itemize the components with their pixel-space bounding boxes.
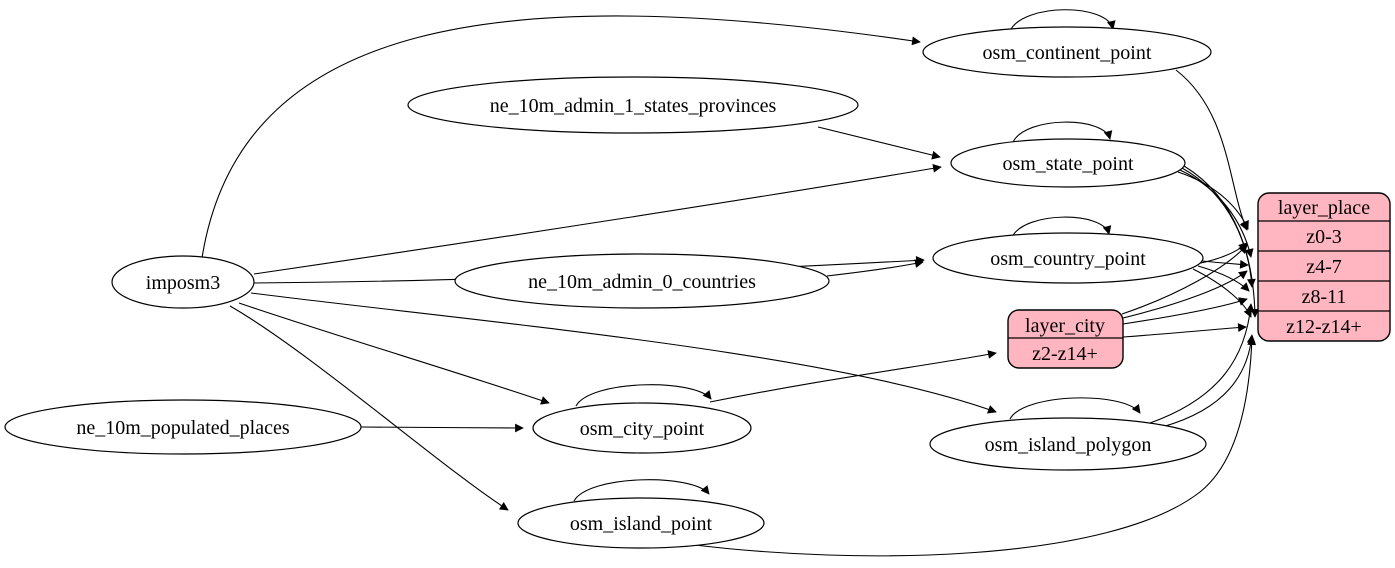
node-imposm3-label: imposm3 — [146, 272, 220, 294]
edge-imposm3-osm_island_point — [229, 305, 509, 511]
self-loop-osm_continent_point — [1009, 9, 1116, 32]
node-osm_state_point-label: osm_state_point — [1002, 153, 1134, 175]
edge-osm_island_polygon-layer_place-z8-11 — [1149, 303, 1255, 424]
node-layer_city-shape — [1007, 309, 1124, 369]
edge-imposm3-osm_city_point — [238, 302, 550, 405]
node-osm_continent_point-shape — [922, 26, 1212, 78]
node-osm_island_polygon: osm_island_polygon — [929, 417, 1207, 471]
node-osm_island_point: osm_island_point — [517, 497, 765, 549]
node-osm_country_point-label: osm_country_point — [990, 248, 1146, 270]
self-loop-osm_island_point — [573, 479, 710, 502]
node-osm_country_point: osm_country_point — [932, 232, 1204, 284]
edge-layer_city-layer_place-z8-11 — [1122, 297, 1248, 325]
node-imposm3: imposm3 — [111, 255, 255, 309]
node-osm_city_point-shape — [532, 402, 752, 454]
edge-osm_continent_point-layer_place-z0-3 — [1175, 69, 1248, 231]
layer_place-row-z8-11: z8-11 — [1302, 286, 1347, 308]
edge-osm_country_point-layer_place-z8-11 — [1197, 265, 1250, 292]
node-ne_10m_populated_places: ne_10m_populated_places — [4, 399, 362, 455]
node-osm_island_polygon-shape — [929, 417, 1207, 471]
edge-ne_10m_admin_0_countries-osm_country_point — [826, 259, 924, 277]
layer_place-row-z0-3: z0-3 — [1306, 226, 1342, 248]
node-ne_10m_populated_places-label: ne_10m_populated_places — [76, 417, 289, 439]
edge-osm_state_point-layer_place-z0-3 — [1177, 171, 1249, 230]
self-loop-osm_country_point — [1011, 216, 1112, 238]
node-osm_island_point-shape — [517, 497, 765, 549]
edge-osm_country_point-layer_place-z12-z14 — [1192, 268, 1252, 318]
node-osm_country_point-shape — [932, 232, 1204, 284]
edge-layer_city-layer_place-z0-3 — [1121, 244, 1248, 315]
edge-layer_city-layer_place-z12-z14 — [1122, 323, 1247, 338]
node-osm_island_polygon-label: osm_island_polygon — [985, 434, 1152, 456]
edge-imposm3-osm_state_point — [253, 163, 942, 275]
node-layer_city: layer_city z2-z14+ — [1007, 309, 1124, 369]
layer_place-title: layer_place — [1278, 197, 1370, 219]
edge-osm_island_polygon-layer_place-z12-z14 — [1161, 334, 1256, 428]
edge-ne_10m_populated_places-osm_city_point — [360, 423, 524, 433]
node-layer_place-shape — [1257, 192, 1391, 342]
edge-osm_state_point-layer_place-z4-7 — [1179, 169, 1254, 258]
self-loop-osm_island_polygon — [1009, 397, 1141, 420]
edge-imposm3-osm_continent_point — [201, 15, 921, 259]
node-osm_city_point-label: osm_city_point — [580, 418, 705, 440]
edge-osm_state_point-layer_place-z12-z14 — [1183, 165, 1260, 318]
edge-osm_state_point-layer_place-z8-11 — [1181, 167, 1256, 288]
edge-osm_island_point-layer_place-z12-z14 — [686, 336, 1257, 557]
node-ne_10m_populated_places-shape — [4, 399, 362, 455]
node-ne_10m_admin_1_states_provinces-label: ne_10m_admin_1_states_provinces — [490, 95, 777, 117]
self-loop-osm_state_point — [1012, 121, 1113, 143]
node-layer_place: layer_place z0-3 z4-7 z8-11 z12-z14+ — [1257, 192, 1391, 342]
node-ne_10m_admin_1_states_provinces: ne_10m_admin_1_states_provinces — [407, 76, 859, 134]
node-osm_state_point-shape — [950, 138, 1186, 188]
node-ne_10m_admin_0_countries-label: ne_10m_admin_0_countries — [528, 271, 756, 293]
edge-imposm3-osm_island_polygon — [250, 292, 997, 414]
edge-osm_country_point-layer_place-z4-7 — [1201, 259, 1249, 269]
node-ne_10m_admin_0_countries-shape — [454, 253, 830, 309]
layer_city-row-z2-z14: z2-z14+ — [1032, 343, 1098, 365]
edge-ne_10m_admin_1_states_provinces-osm_state_point — [817, 126, 941, 160]
node-osm_continent_point-label: osm_continent_point — [983, 42, 1152, 64]
node-imposm3-shape — [111, 255, 255, 309]
node-ne_10m_admin_1_states_provinces-shape — [407, 76, 859, 134]
edge-osm_city_point-layer_city — [709, 350, 997, 403]
layer_place-row-z12-z14: z12-z14+ — [1286, 316, 1362, 338]
node-ne_10m_admin_0_countries: ne_10m_admin_0_countries — [454, 253, 830, 309]
node-osm_continent_point: osm_continent_point — [922, 26, 1212, 78]
edge-layer_city-layer_place-z4-7 — [1122, 270, 1248, 319]
node-osm_island_point-label: osm_island_point — [570, 513, 713, 535]
layer_city-title: layer_city — [1025, 315, 1105, 337]
edge-layer — [201, 9, 1260, 557]
layer_place-row-z4-7: z4-7 — [1306, 256, 1342, 278]
node-osm_city_point: osm_city_point — [532, 402, 752, 454]
node-osm_state_point: osm_state_point — [950, 138, 1186, 188]
node-layer: imposm3 ne_10m_admin_1_states_provinces … — [4, 26, 1391, 549]
self-loop-osm_city_point — [575, 384, 712, 407]
